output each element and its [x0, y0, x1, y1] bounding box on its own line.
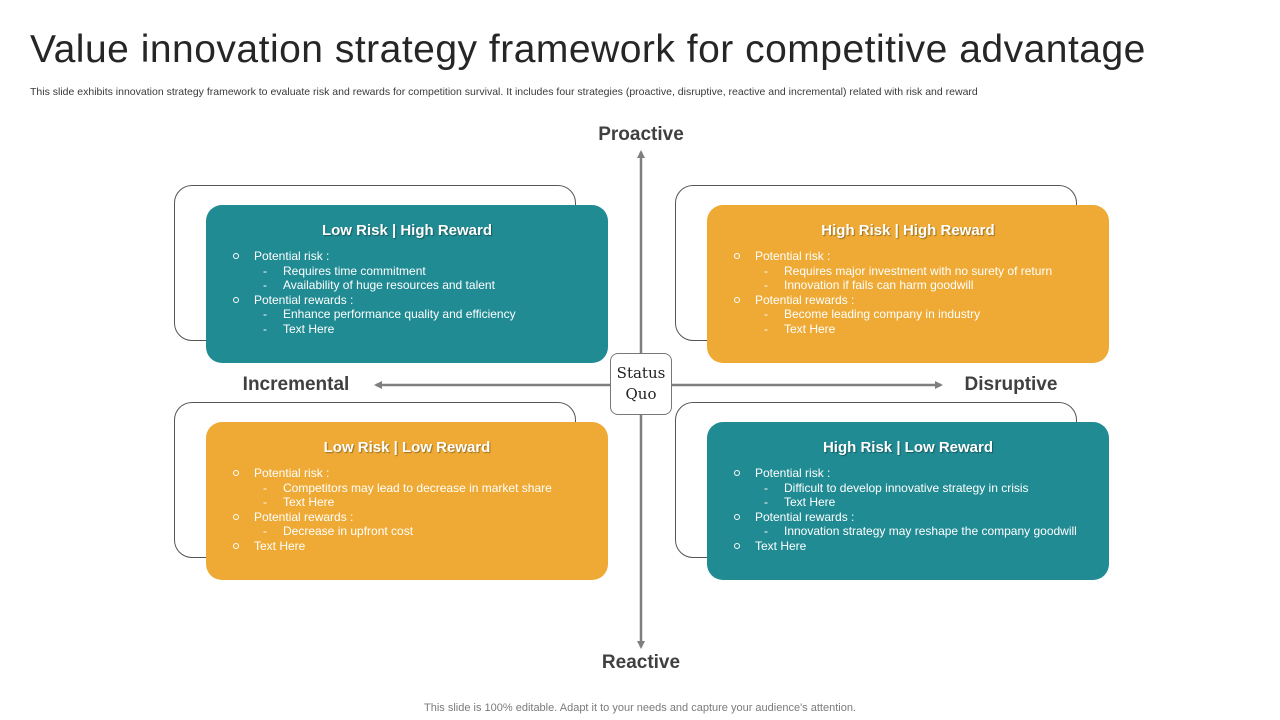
- status-quo-line1: Status: [616, 364, 666, 382]
- list-item: Competitors may lead to decrease in mark…: [263, 481, 584, 496]
- list-item: Text Here: [263, 322, 584, 337]
- page-subtitle: This slide exhibits innovation strategy …: [30, 86, 978, 98]
- card-title: Low Risk | Low Reward: [323, 439, 491, 456]
- list-item: Text Here: [764, 495, 1085, 510]
- axis-label-disruptive: Disruptive: [964, 374, 1058, 395]
- axis-label-proactive: Proactive: [598, 124, 684, 145]
- list-item: Text Here: [764, 322, 1085, 337]
- rewards-heading: Potential rewards : Decrease in upfront …: [233, 510, 584, 539]
- list-item: Availability of huge resources and talen…: [263, 278, 584, 293]
- rewards-heading: Potential rewards : Innovation strategy …: [734, 510, 1085, 539]
- rewards-heading: Potential rewards : Become leading compa…: [734, 293, 1085, 337]
- list-item: Become leading company in industry: [764, 307, 1085, 322]
- footer-note: This slide is 100% editable. Adapt it to…: [424, 702, 856, 714]
- risk-heading: Potential risk : Requires time commitmen…: [233, 249, 584, 293]
- card-title: High Risk | Low Reward: [822, 439, 994, 456]
- card-title: High Risk | High Reward: [821, 222, 995, 239]
- risk-heading: Potential risk : Requires major investme…: [734, 249, 1085, 293]
- rewards-heading: Potential rewards : Enhance performance …: [233, 293, 584, 337]
- list-item: Requires major investment with no surety…: [764, 264, 1085, 279]
- list-item: Text Here: [734, 539, 1085, 554]
- list-item: Innovation strategy may reshape the comp…: [764, 524, 1085, 539]
- list-item: Decrease in upfront cost: [263, 524, 584, 539]
- risk-heading: Potential risk : Competitors may lead to…: [233, 466, 584, 510]
- quadrant-card-low-risk-high-reward: Low Risk | High Reward Potential risk : …: [206, 205, 608, 363]
- list-item: Text Here: [263, 495, 584, 510]
- risk-heading: Potential risk : Difficult to develop in…: [734, 466, 1085, 510]
- list-item: Enhance performance quality and efficien…: [263, 307, 584, 322]
- status-quo-line2: Quo: [625, 385, 657, 403]
- axis-label-reactive: Reactive: [601, 652, 681, 673]
- status-quo-box: Status Quo: [610, 353, 672, 415]
- page-title: Value innovation strategy framework for …: [30, 28, 1146, 71]
- list-item: Difficult to develop innovative strategy…: [764, 481, 1085, 496]
- list-item: Innovation if fails can harm goodwill: [764, 278, 1085, 293]
- list-item: Requires time commitment: [263, 264, 584, 279]
- axis-label-incremental: Incremental: [242, 374, 350, 395]
- quadrant-card-high-risk-high-reward: High Risk | High Reward Potential risk :…: [707, 205, 1109, 363]
- quadrant-card-low-risk-low-reward: Low Risk | Low Reward Potential risk : C…: [206, 422, 608, 580]
- list-item: Text Here: [233, 539, 584, 554]
- quadrant-card-high-risk-low-reward: High Risk | Low Reward Potential risk : …: [707, 422, 1109, 580]
- card-title: Low Risk | High Reward: [321, 222, 493, 239]
